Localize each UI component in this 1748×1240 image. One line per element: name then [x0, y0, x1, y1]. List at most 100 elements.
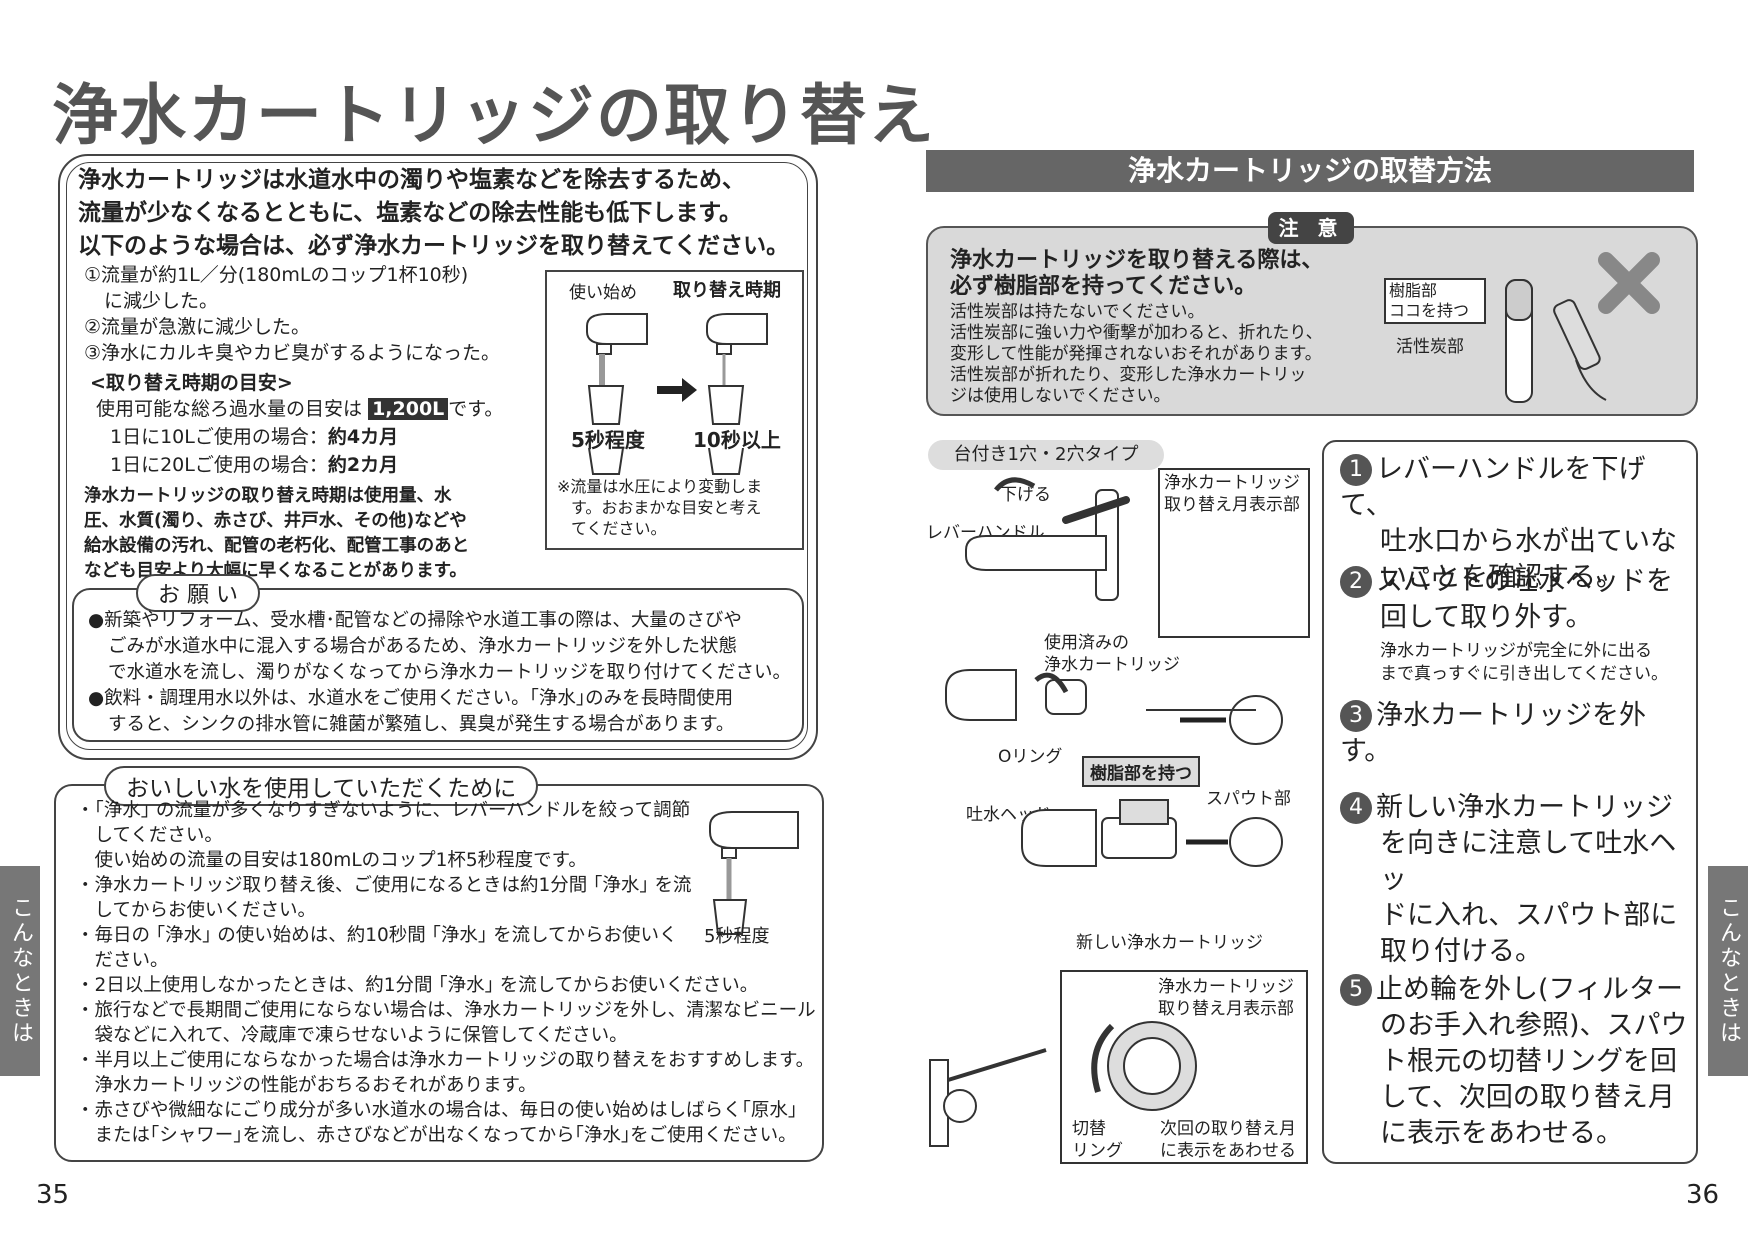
- faucet-cup-illustration: [586, 313, 768, 425]
- switch-ring-line: リング: [1072, 1141, 1123, 1161]
- caution-text: 活性炭部は持たないでください。 活性炭部に強い力や衝撃が加わると、折れたり、 変…: [950, 302, 1370, 407]
- month-indicator-inset: 浄水カートリッジ 取り替え月表示部: [1158, 468, 1310, 638]
- request-box: [72, 588, 804, 742]
- flow-note-line: ※流量は水圧により変動しま: [557, 477, 763, 496]
- flow-note-line: す。おおまかな目安と考え: [571, 498, 762, 517]
- caution-line: 活性炭部に強い力や衝撃が加わると、折れたり、: [950, 323, 1323, 343]
- step-line: を向きに注意して吐水ヘッ: [1380, 828, 1677, 895]
- flow-note-line: てください。: [571, 519, 667, 538]
- usage-row: 1日に20Lご使用の場合：約2カ月: [84, 452, 544, 478]
- new-cartridge-label: 新しい浄水カートリッジ: [1076, 933, 1263, 953]
- caution-heading-line: 必ず樹脂部を持ってください。: [950, 274, 1257, 299]
- used-cartridge-line: 浄水カートリッジ: [1044, 655, 1180, 675]
- usage-row: 1日に10Lご使用の場合：約4カ月: [84, 424, 544, 450]
- step-line: 新しい浄水カートリッジ: [1376, 792, 1673, 823]
- switch-ring-label: 切替 リング: [1072, 1118, 1123, 1162]
- caution-line: 活性炭部が折れたり、変形した浄水カートリッ: [950, 365, 1307, 385]
- step-line: 取り付ける。: [1380, 936, 1542, 967]
- usage-label: 1日に20Lご使用の場合：: [110, 454, 328, 476]
- step-line: のお手入れ参照)、スパウ: [1380, 1010, 1688, 1041]
- timing-note: 浄水カートリッジの取り替え時期は使用量、水 圧、水質(濁り、赤さび、井戸水、その…: [84, 484, 544, 584]
- resin-label: 樹脂部 ココを持つ: [1384, 278, 1486, 324]
- label-start: 使い始め: [569, 283, 637, 303]
- condition-item: ③浄水にカルキ臭やカビ臭がするようになった。: [84, 342, 501, 364]
- step-line: スパウトの吐水ヘッドを: [1376, 566, 1673, 597]
- caution-heading-line: 浄水カートリッジを取り替える際は、: [950, 248, 1324, 273]
- caution-line: 活性炭部は持たないでください。: [950, 302, 1205, 322]
- caution-line: ジは使用しないでください。: [950, 386, 1171, 406]
- intro-box-outer: [58, 154, 818, 760]
- step-line: 止め輪を外し(フィルター: [1376, 974, 1683, 1005]
- tasty-water-line: 袋などに入れて、冷蔵庫で凍らせないように保管してください。: [76, 1025, 628, 1046]
- next-month-label: 次回の取り替え月 に表示をあわせる: [1160, 1118, 1296, 1162]
- tasty-water-line: ・毎日の ｢浄水｣ の使い始めは、約10秒間 ｢浄水｣ を流してからお使いく: [76, 925, 678, 946]
- month-indicator-line: 取り替え月表示部: [1164, 495, 1300, 515]
- request-items: ●新築やリフォーム、受水槽･配管などの掃除や水道工事の際は、大量のさびや ごみが…: [88, 608, 800, 738]
- intro-box-inner: [66, 162, 808, 750]
- tasty-water-text: ・｢浄水｣ の流量が多くなりすぎないように、レバーハンドルを絞って調節 してくだ…: [76, 798, 816, 1148]
- conditions-list: ①流量が約1L／分(180mLのコップ1杯10秒) に減少した。 ②流量が急激に…: [84, 262, 544, 584]
- tasty-water-line: してからお使いください。: [76, 900, 316, 921]
- tasty-water-line: ださい。: [76, 950, 169, 971]
- tasty-water-line: 浄水カートリッジの性能がおちるおそれがあります。: [76, 1075, 537, 1096]
- timing-note-line: 浄水カートリッジの取り替え時期は使用量、水: [84, 486, 452, 506]
- page-number-left: 35: [36, 1180, 70, 1210]
- replacement-diagram: [945, 477, 1283, 867]
- usage-label: 1日に10Lご使用の場合：: [110, 426, 328, 448]
- flow-note: ※流量は水圧により変動しま す。おおまかな目安と考え てください。: [557, 476, 797, 539]
- switch-ring-illustration: [1091, 1021, 1197, 1111]
- step-line: 回して取り外す。: [1380, 602, 1593, 633]
- usage-value: 約4カ月: [327, 426, 399, 448]
- step-number: 4: [1340, 792, 1372, 824]
- condition-item: に減少した。: [104, 290, 219, 312]
- resin-label-line: 樹脂部: [1389, 281, 1438, 300]
- request-line: ●飲料・調理用水以外は、水道水をご使用ください。｢浄水｣のみを長時間使用: [88, 688, 734, 709]
- step-note-line: 浄水カートリッジが完全に外に出る: [1380, 641, 1652, 661]
- resin-label-line: ココを持つ: [1389, 301, 1470, 320]
- usage-value: 約2カ月: [327, 454, 399, 476]
- tasty-water-heading: おいしい水を使用していただくために: [104, 766, 539, 806]
- condition-item: ①流量が約1L／分(180mLのコップ1杯10秒): [84, 264, 469, 286]
- carbon-label: 活性炭部: [1396, 337, 1464, 357]
- o-ring-label: Oリング: [998, 747, 1063, 767]
- cup-bottoms-illustration: [588, 448, 744, 475]
- month-indicator2-line: 浄水カートリッジ: [1158, 977, 1294, 997]
- step-number: 2: [1340, 566, 1372, 598]
- label-replace: 取り替え時期: [673, 280, 781, 301]
- guideline-total-suffix: です。: [448, 398, 504, 420]
- tasty-water-line: ・旅行などで長期間ご使用にならない場合は、浄水カートリッジを外し、清潔なビニール: [76, 1000, 816, 1021]
- tasty-water-line: ・半月以上ご使用にならなかった場合は浄水カートリッジの取り替えをおすすめします。: [76, 1050, 815, 1071]
- tasty-water-line: してください。: [76, 825, 223, 846]
- step-note-line: まで真っすぐに引き出してください。: [1380, 664, 1668, 684]
- next-month-line: 次回の取り替え月: [1160, 1119, 1296, 1139]
- month-indicator-label: 浄水カートリッジ 取り替え月表示部: [1160, 470, 1308, 518]
- caption-replace: 10秒以上: [693, 428, 781, 452]
- used-cartridge-label: 使用済みの 浄水カートリッジ: [1044, 632, 1180, 676]
- tasty-water-line: ・赤さびや微細なにごり成分が多い水道水の場合は、毎日の使い始めはしばらく｢原水｣: [76, 1100, 798, 1121]
- tasty-water-line: または｢シャワー｣を流し、赤さびなどが出なくなってから｢浄水｣をご使用ください。: [76, 1125, 797, 1146]
- label-lower: 下げる: [1000, 485, 1051, 505]
- sidebar-tab-right: こんなときは: [1708, 866, 1748, 1076]
- step-line: レバーハンドルを下げて、: [1340, 454, 1646, 521]
- month-indicator-line: 浄水カートリッジ: [1164, 473, 1300, 493]
- caution-line: 変形して性能が発揮されないおそれがあります。: [950, 344, 1322, 364]
- timing-note-line: 給水設備の汚れ、配管の老朽化、配管工事のあと: [84, 536, 470, 556]
- intro-line: 以下のような場合は、必ず浄水カートリッジを取り替えてください。: [78, 233, 790, 259]
- section-title: 浄水カートリッジの取替方法: [926, 150, 1694, 192]
- flow-figure-box: 使い始め 取り替え時期 5秒程度 10秒以上 ※流量は水圧により変動しま す。お…: [545, 270, 804, 550]
- faucet-small-illustration: [929, 1048, 1047, 1147]
- caution-heading: 浄水カートリッジを取り替える際は、 必ず樹脂部を持ってください。: [950, 248, 1323, 300]
- request-line: ●新築やリフォーム、受水槽･配管などの掃除や水道工事の際は、大量のさびや: [88, 610, 742, 631]
- step-number: 5: [1340, 974, 1372, 1006]
- switch-ring-line: 切替: [1072, 1119, 1106, 1139]
- page-title: 浄水カートリッジの取り替え: [52, 77, 936, 154]
- request-line: ごみが水道水中に混入する場合があるため、浄水カートリッジを外した状態: [108, 636, 738, 657]
- sidebar-tab-left: こんなときは: [0, 866, 40, 1076]
- step-number: 3: [1340, 700, 1372, 732]
- condition-item: ②流量が急激に減少した。: [84, 316, 311, 338]
- step-line: 吐水口から水が出ていな: [1380, 526, 1677, 557]
